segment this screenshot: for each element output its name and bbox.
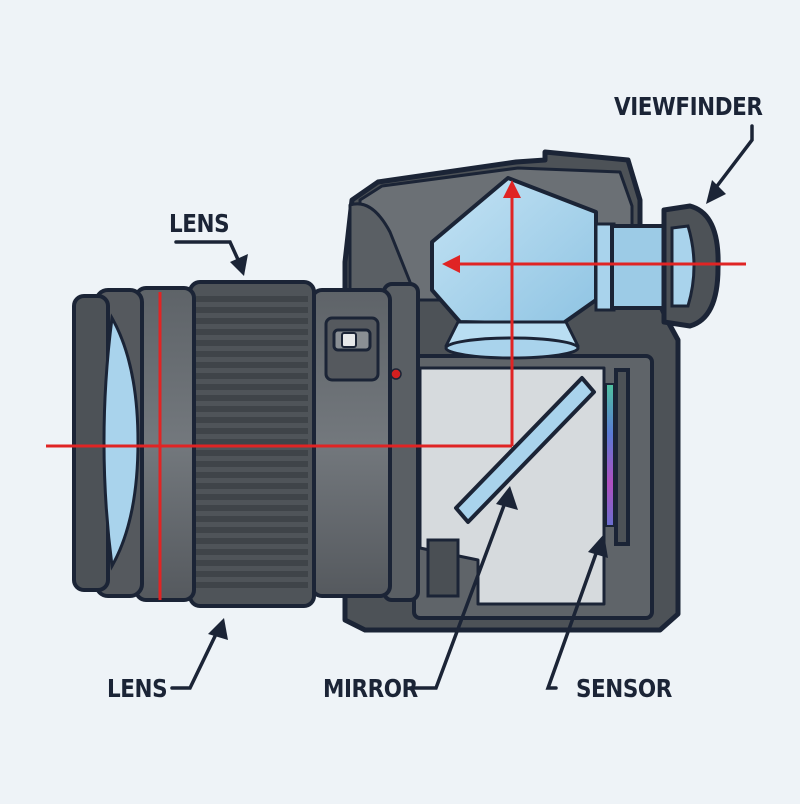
focus-ring-rib [196,384,308,390]
focus-ring-rib [196,505,308,511]
focus-ring-rib [196,516,308,522]
arrow-icon [503,180,521,198]
focus-ring-rib [196,307,308,313]
eyepiece [594,203,721,329]
sensor-label: SENSOR [576,674,672,703]
focus-ring-rib [196,494,308,500]
focus-ring-rib [196,571,308,577]
image-sensor [605,368,630,546]
focus-ring-rib [196,461,308,467]
arrow-icon [706,180,726,204]
lens-label-top: LENS [169,209,230,238]
focus-ring-rib [196,296,308,302]
reflex-mirror [454,376,596,524]
focus-ring-rib [196,560,308,566]
focus-ring-rib [196,472,308,478]
focus-ring-rib [196,362,308,368]
arrow-icon [496,486,518,510]
focus-ring-rib [196,582,308,588]
arrow-icon [588,534,608,558]
arrow-icon [442,255,460,273]
focus-ring-rib [196,483,308,489]
focus-ring-rib [196,395,308,401]
focus-ring-rib [196,417,308,423]
focus-ring-rib [196,538,308,544]
focus-ring-rib [196,450,308,456]
focus-ring-rib [196,351,308,357]
focus-ring-rib [196,527,308,533]
focus-ring-rib [196,428,308,434]
focus-ring-rib [196,318,308,324]
focus-ring-rib [196,340,308,346]
arrow-icon [208,618,228,640]
focus-ring-rib [196,373,308,379]
light-path [46,196,746,600]
focus-ring-rib [196,329,308,335]
lens-assembly [72,280,420,608]
focus-ring-ribs [196,296,308,588]
focus-ring-rib [196,439,308,445]
callout-leaders [170,124,754,690]
lens-label-bottom: LENS [107,674,168,703]
focus-ring-rib [196,549,308,555]
viewfinder-label: VIEWFINDER [614,92,763,121]
focus-ring-rib [196,406,308,412]
mirror-label: MIRROR [323,674,418,703]
arrow-icon [230,254,248,276]
